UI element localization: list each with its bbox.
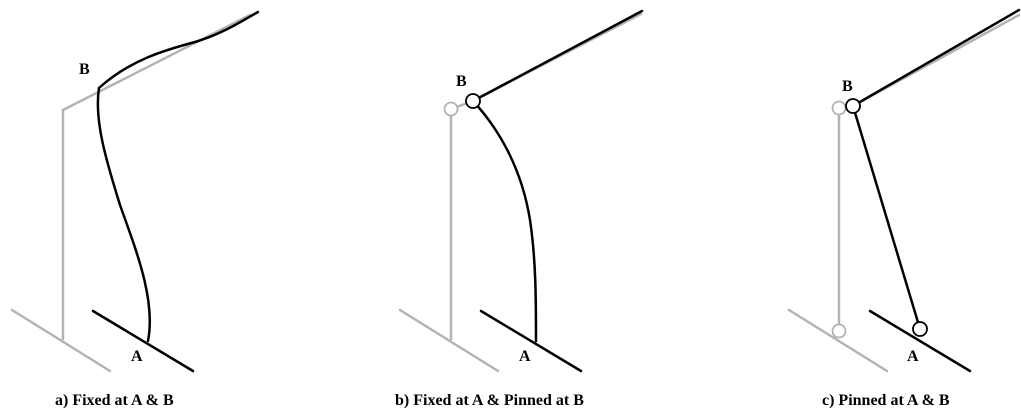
panel-c-caption: c) Pinned at A & B — [822, 392, 950, 409]
panel-c: B A c) Pinned at A & B — [787, 8, 1021, 409]
panel-c-undeformed-base — [787, 308, 889, 373]
panel-c-pin-b-icon — [845, 98, 861, 114]
panel-c-undeformed-pin-b-icon — [831, 100, 847, 116]
panel-b-undeformed-base — [398, 308, 500, 373]
panel-a-ground-line — [91, 309, 195, 373]
panel-c-deformed-beam — [851, 8, 1021, 108]
panel-a-caption: a) Fixed at A & B — [55, 392, 174, 409]
panel-a-undeformed-beam — [61, 13, 252, 112]
panel-b-undeformed-pin-icon — [443, 101, 459, 117]
panel-c-label-a: A — [907, 348, 919, 365]
panel-b-label-b: B — [456, 73, 467, 90]
panel-c-label-b: B — [842, 78, 853, 95]
panel-a-label-b: B — [79, 61, 90, 78]
panel-b-deformed-beam — [471, 9, 644, 103]
panel-c-deformed-column — [851, 104, 922, 331]
panel-c-undeformed-pin-a-icon — [831, 323, 847, 339]
panel-a-deformed-column — [96, 86, 152, 343]
panel-b-label-a: A — [519, 348, 531, 365]
panel-a-label-a: A — [131, 348, 143, 365]
panel-b-deformed-column — [471, 99, 538, 343]
panel-a: B A a) Fixed at A & B — [10, 10, 260, 409]
panel-b-pin-b-icon — [465, 93, 481, 109]
panel-b-ground-line — [479, 309, 583, 373]
panel-b: B A b) Fixed at A & Pinned at B — [395, 9, 644, 409]
panel-c-ground-line — [868, 309, 972, 373]
panel-a-undeformed-base — [10, 308, 112, 373]
panel-c-pin-a-icon — [912, 321, 928, 337]
panel-b-caption: b) Fixed at A & Pinned at B — [395, 392, 584, 409]
panel-a-deformed-beam — [97, 10, 260, 90]
